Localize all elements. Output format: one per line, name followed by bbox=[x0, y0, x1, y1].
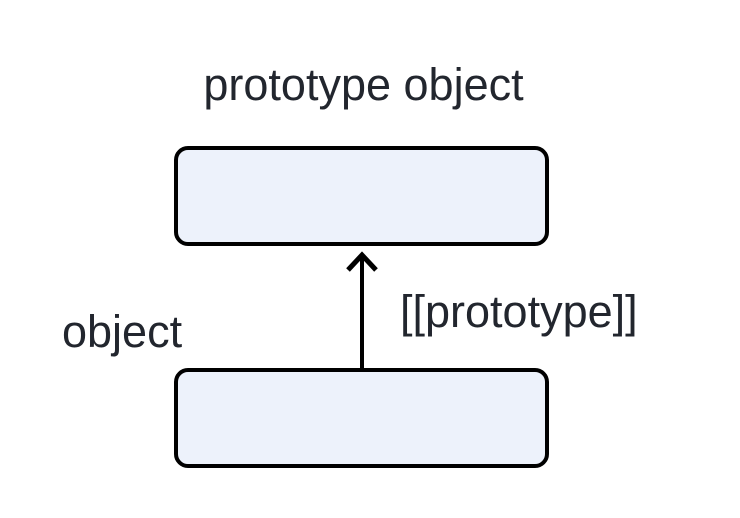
prototype-link-label: [[prototype]] bbox=[400, 286, 638, 337]
prototype-object-box[interactable] bbox=[174, 146, 549, 246]
object-label: object bbox=[62, 306, 183, 357]
prototype-arrow-icon bbox=[346, 251, 378, 370]
object-box[interactable] bbox=[174, 368, 549, 468]
prototype-object-label: prototype object bbox=[203, 59, 524, 110]
